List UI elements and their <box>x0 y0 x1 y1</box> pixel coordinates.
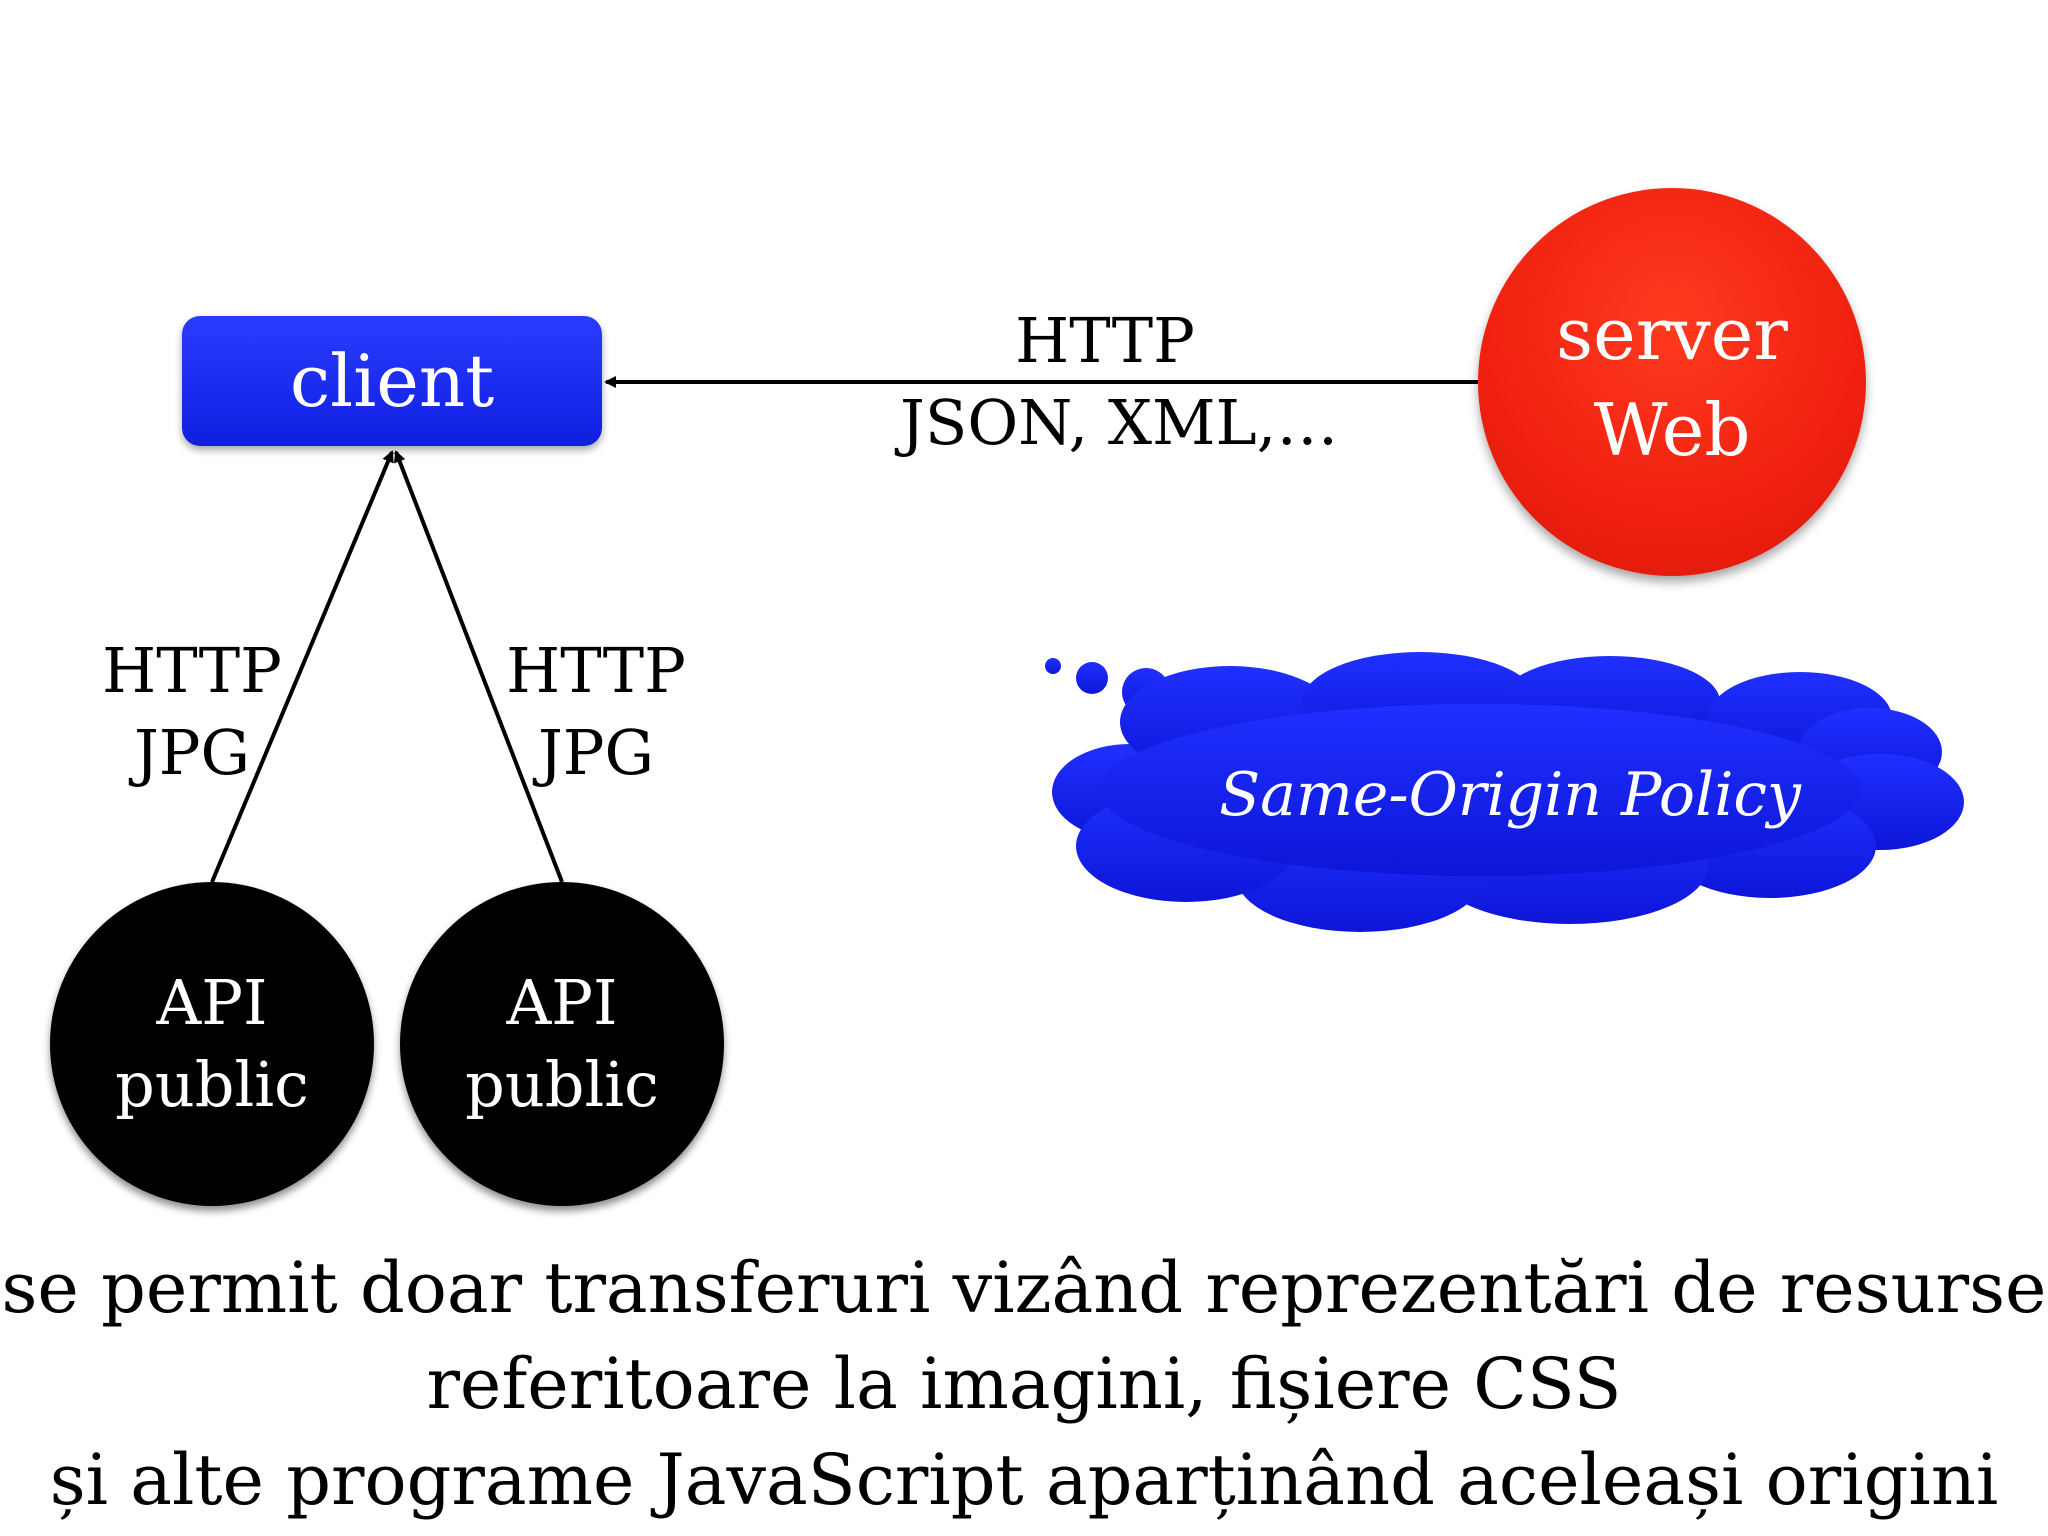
api-right-line1: API <box>506 966 618 1039</box>
edge-label-api-left: HTTP JPG <box>92 630 292 794</box>
api-left-line1: API <box>156 966 268 1039</box>
api-public-node-left: API public <box>50 882 374 1206</box>
edge-label-api-left-line1: HTTP <box>102 634 282 707</box>
edge-label-server-client: HTTP JSON, XML,… <box>900 300 1339 464</box>
server-label-line2: Web <box>1593 388 1751 472</box>
edge-label-api-right: HTTP JPG <box>496 630 696 794</box>
server-label-line1: server <box>1556 292 1788 376</box>
edge-label-api-right-line1: HTTP <box>506 634 686 707</box>
client-label: client <box>289 339 495 423</box>
client-node: client <box>182 316 602 446</box>
edge-api-left-client <box>210 450 394 883</box>
api-left-line2: public <box>115 1048 309 1121</box>
edge-api-right-client <box>394 450 564 883</box>
cloud-shape <box>1052 652 1964 932</box>
same-origin-policy-label: Same-Origin Policy <box>1219 760 1801 830</box>
api-right-line2: public <box>465 1048 659 1121</box>
caption-line3: și alte programe JavaScript aparținând a… <box>49 1439 1999 1521</box>
edge-label-api-left-line2: JPG <box>133 716 251 789</box>
edge-label-server-client-line1: HTTP <box>1015 304 1195 377</box>
edge-label-server-client-line2: JSON, XML,… <box>900 386 1339 459</box>
api-public-node-right: API public <box>400 882 724 1206</box>
server-web-node: server Web <box>1478 188 1866 576</box>
edge-label-api-right-line2: JPG <box>537 716 655 789</box>
caption-line1: se permit doar transferuri vizând reprez… <box>1 1247 2047 1329</box>
caption-line2: referitoare la imagini, fișiere CSS <box>426 1343 1622 1425</box>
caption: se permit doar transferuri vizând reprez… <box>0 1240 2048 1528</box>
